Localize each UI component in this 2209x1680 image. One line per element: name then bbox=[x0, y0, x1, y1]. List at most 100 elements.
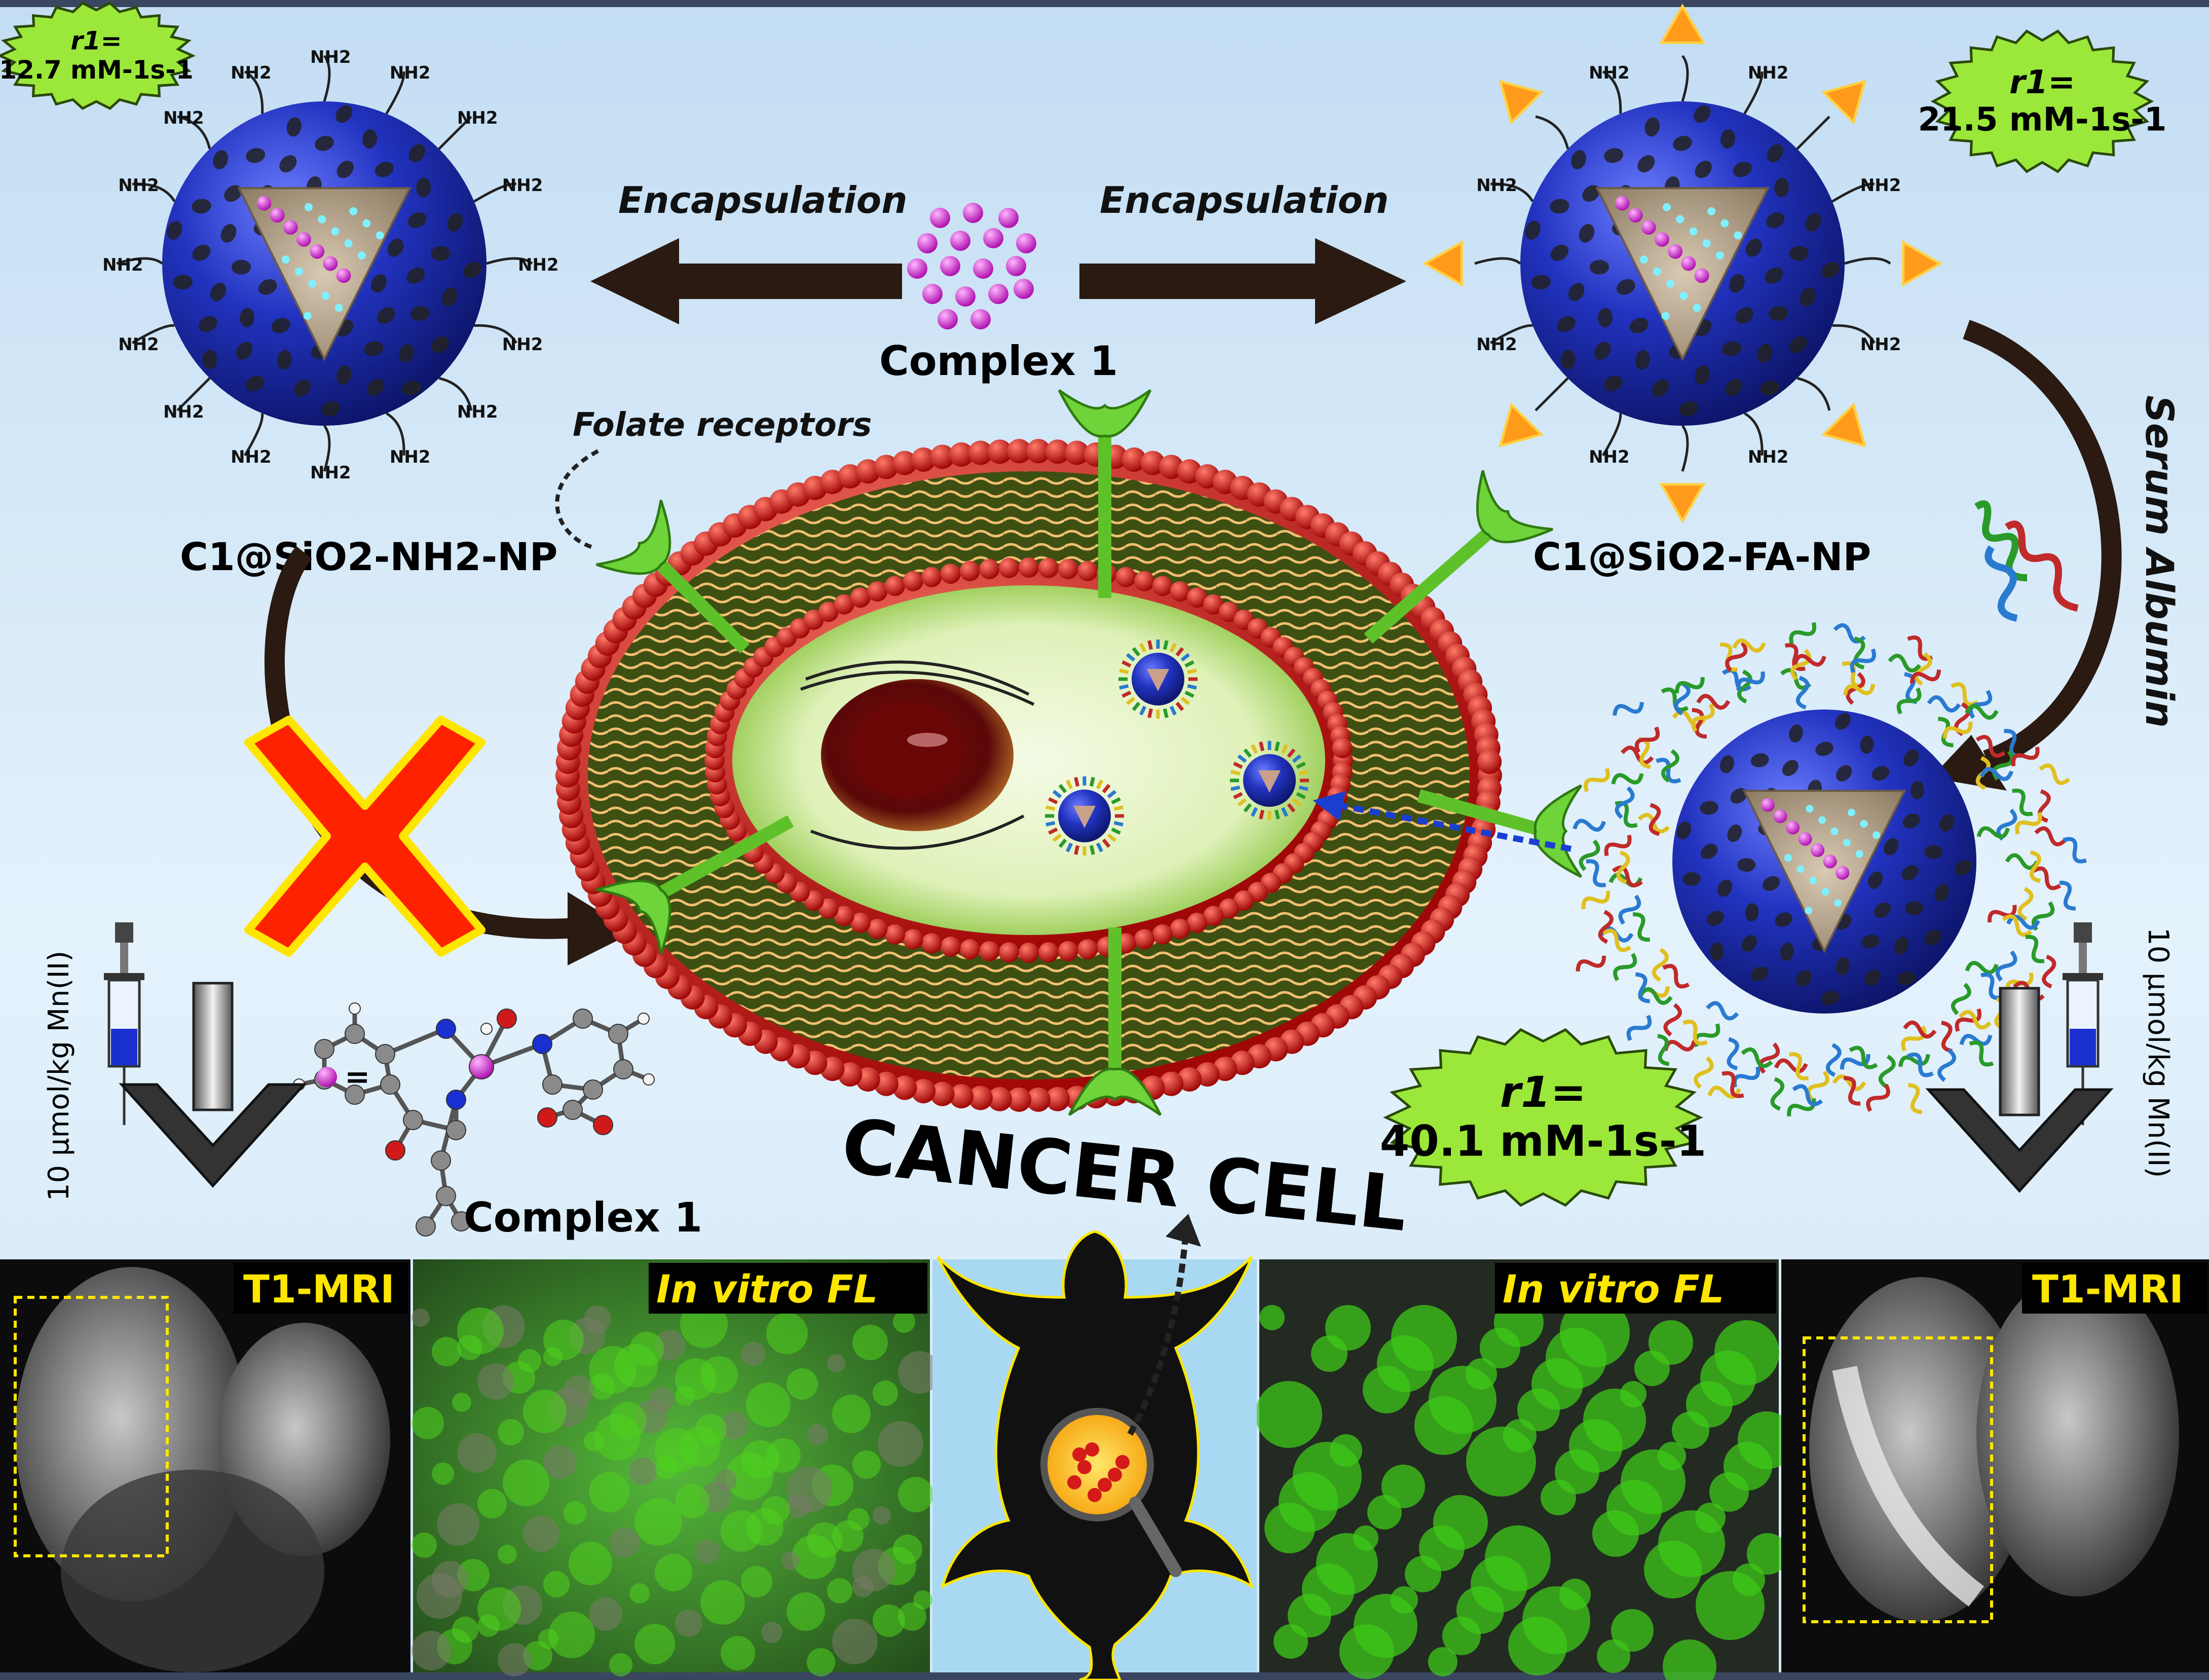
relaxivity-value: 40.1 mM-1s-1 bbox=[1380, 1116, 1706, 1166]
encap-right-label: Encapsulation bbox=[1100, 179, 1389, 221]
complex-molecule bbox=[950, 231, 970, 251]
atom bbox=[451, 1211, 471, 1231]
dose-left-label: 10 μmol/kg Mn(II) bbox=[43, 951, 76, 1201]
nanoparticle-left: NH2NH2NH2NH2NH2NH2NH2NH2NH2NH2NH2NH2NH2N… bbox=[102, 47, 559, 483]
amine-label: NH2 bbox=[457, 402, 498, 422]
folate-icon bbox=[1821, 80, 1866, 125]
complex-molecule bbox=[970, 309, 991, 329]
amine-label: NH2 bbox=[518, 255, 559, 275]
encap-left-arrow bbox=[590, 238, 902, 324]
fl-right-panel: In vitro FL bbox=[1255, 1259, 1795, 1680]
atom bbox=[480, 1023, 493, 1035]
complex-molecule bbox=[988, 284, 1008, 304]
relaxivity-value: 21.5 mM-1s-1 bbox=[1918, 101, 2167, 139]
atom bbox=[537, 1107, 557, 1128]
relaxivity-symbol: r1= bbox=[70, 26, 122, 56]
amine-label: NH2 bbox=[1860, 334, 1901, 355]
folate-receptor-stalk bbox=[650, 815, 794, 903]
amine-label: NH2 bbox=[1748, 447, 1789, 467]
atom bbox=[314, 1039, 334, 1059]
amine-label: NH2 bbox=[502, 175, 543, 196]
amine-label: NH2 bbox=[231, 447, 272, 467]
atom bbox=[573, 1009, 593, 1029]
atom bbox=[436, 1019, 456, 1039]
fl-right-title: In vitro FL bbox=[1503, 1266, 1724, 1312]
folate-icon bbox=[1499, 402, 1544, 447]
folate-receptors-label: Folate receptors bbox=[573, 406, 872, 444]
mri-right-panel: T1-MRI bbox=[1781, 1259, 2209, 1672]
folate-receptor-icon bbox=[1058, 389, 1152, 438]
folate-receptors-pointer bbox=[555, 449, 599, 549]
top-border bbox=[0, 0, 2209, 7]
mri-left-title: T1-MRI bbox=[243, 1266, 395, 1312]
amine-label: NH2 bbox=[1860, 175, 1901, 196]
complex-molecule bbox=[940, 256, 960, 276]
relaxivity-symbol: r1= bbox=[2009, 64, 2075, 101]
amine-label: NH2 bbox=[457, 108, 498, 128]
atom bbox=[349, 1002, 361, 1015]
atom bbox=[446, 1120, 466, 1140]
complex-molecule bbox=[930, 208, 950, 228]
atom bbox=[469, 1054, 494, 1079]
syringe-icon bbox=[104, 922, 144, 1125]
folate-icon bbox=[1499, 80, 1544, 125]
amine-label: NH2 bbox=[1476, 334, 1517, 355]
atom bbox=[416, 1216, 436, 1237]
amine-label: NH2 bbox=[502, 334, 543, 355]
encap-right-arrow bbox=[1079, 238, 1406, 324]
mri-right-title: T1-MRI bbox=[2032, 1266, 2184, 1312]
complex-molecule bbox=[938, 309, 958, 329]
complex-molecule bbox=[955, 286, 976, 307]
amine-label: NH2 bbox=[1589, 63, 1630, 83]
folate-receptor-stalk bbox=[1417, 789, 1548, 838]
amine-label: NH2 bbox=[102, 255, 143, 275]
cancer-cell bbox=[555, 389, 1583, 1116]
atom bbox=[403, 1110, 423, 1130]
complex-molecule bbox=[1016, 233, 1036, 253]
complex-molecule bbox=[1006, 256, 1026, 276]
complex-molecule bbox=[983, 228, 1003, 248]
encap-left-label: Encapsulation bbox=[618, 179, 907, 221]
folate-receptor-stalk bbox=[1364, 522, 1500, 644]
amine-label: NH2 bbox=[118, 175, 159, 196]
np-left-label: C1@SiO2-NH2-NP bbox=[180, 534, 557, 579]
uptake-arrow bbox=[1313, 791, 1572, 852]
nucleus bbox=[800, 660, 1035, 850]
atom bbox=[608, 1024, 628, 1044]
atom bbox=[345, 1085, 365, 1105]
complex-1-cluster bbox=[907, 203, 1036, 329]
albumin-coated-nanoparticle bbox=[1572, 622, 2087, 1117]
fl-left-panel: In vitro FL bbox=[411, 1259, 941, 1676]
folate-icon bbox=[1422, 240, 1463, 287]
folate-receptor-icon bbox=[1533, 784, 1583, 878]
complex-molecule bbox=[922, 284, 943, 304]
atom bbox=[583, 1079, 603, 1100]
complex-molecule bbox=[973, 258, 993, 279]
atom bbox=[385, 1140, 405, 1161]
amine-label: NH2 bbox=[310, 463, 351, 483]
amine-label: NH2 bbox=[390, 447, 431, 467]
folate-icon bbox=[1659, 483, 1706, 524]
folate-icon bbox=[1659, 3, 1706, 44]
folate-receptor-icon bbox=[1068, 1067, 1162, 1116]
amine-label: NH2 bbox=[390, 63, 431, 83]
amine-label: NH2 bbox=[231, 63, 272, 83]
complex-molecule bbox=[917, 233, 938, 253]
down-arrow-icon bbox=[119, 982, 307, 1188]
atom bbox=[375, 1044, 395, 1064]
albumin-protein-icon bbox=[1974, 500, 2079, 622]
atom bbox=[532, 1034, 552, 1054]
relaxivity-symbol: r1= bbox=[1500, 1067, 1586, 1117]
serum-albumin-arrow bbox=[1963, 320, 2122, 770]
blocked-arrowhead bbox=[568, 892, 633, 965]
mn-legend: = bbox=[317, 1059, 370, 1095]
cross-icon bbox=[244, 716, 485, 957]
folate-receptor-icon bbox=[596, 879, 671, 955]
atom bbox=[638, 1013, 650, 1025]
amine-label: NH2 bbox=[118, 334, 159, 355]
relaxivity-value: 12.7 mM-1s-1 bbox=[0, 55, 194, 85]
atom bbox=[345, 1024, 365, 1044]
atom bbox=[593, 1115, 613, 1135]
dose-right-label: 10 μmol/kg Mn(II) bbox=[2142, 927, 2175, 1178]
